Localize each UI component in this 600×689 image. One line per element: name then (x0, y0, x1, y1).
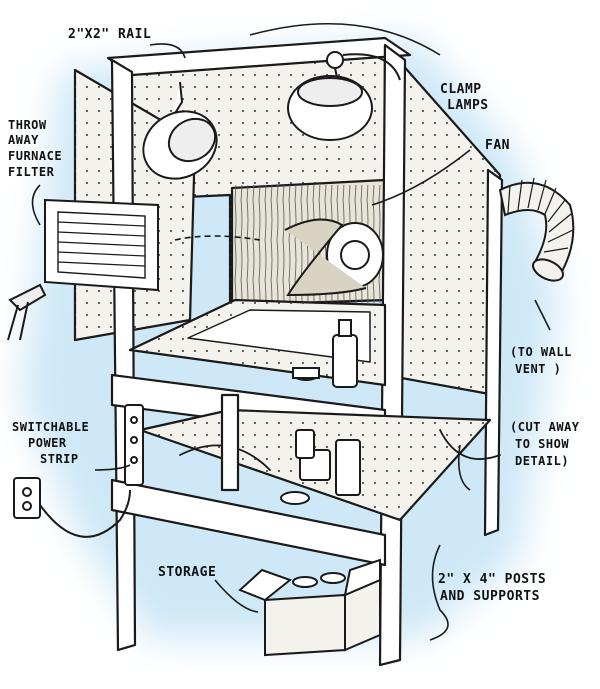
label-power-line1: SWITCHABLE (12, 420, 90, 434)
label-cutaway-line2: TO SHOW (515, 437, 570, 451)
label-clamp-lamps-line2: LAMPS (447, 98, 489, 113)
furnace-filter-icon (44, 198, 159, 292)
label-filter-line1: THROW (8, 118, 47, 132)
label-clamp-lamps-line1: CLAMP (440, 82, 482, 97)
label-rail: 2"x2" RAIL (68, 27, 152, 42)
label-wall-vent-line2: VENT ) (515, 362, 562, 376)
flexible-duct-icon (498, 177, 575, 282)
back-right-post (483, 168, 504, 537)
lower-apron (110, 478, 387, 567)
label-wall-vent-line1: (TO WALL (510, 345, 572, 359)
label-power-line3: STRIP (40, 452, 79, 466)
clamp-tool-icon (7, 283, 47, 341)
cardboard-box-icon (238, 558, 381, 657)
label-posts-line2: AND SUPPORTS (440, 589, 540, 604)
label-storage: STORAGE (158, 565, 217, 580)
leader-lines (31, 23, 551, 641)
label-cutaway-line3: DETAIL) (515, 454, 570, 468)
power-strip (124, 404, 144, 486)
label-filter-line4: FILTER (8, 165, 55, 179)
label-posts-line1: 2" x 4" POSTS (438, 572, 547, 587)
label-cutaway-line1: (CUT AWAY (510, 420, 580, 434)
label-filter-line3: FURNACE (8, 149, 63, 163)
label-filter-line2: AWAY (8, 133, 39, 147)
fan-icon (284, 218, 384, 297)
shelf-supplies (280, 429, 361, 505)
power-outlet-icon (13, 477, 131, 538)
clamp-lamp-icon (142, 51, 401, 180)
spray-can-icon (292, 319, 358, 388)
label-fan: FAN (485, 138, 510, 153)
label-power-line2: POWER (28, 436, 67, 450)
